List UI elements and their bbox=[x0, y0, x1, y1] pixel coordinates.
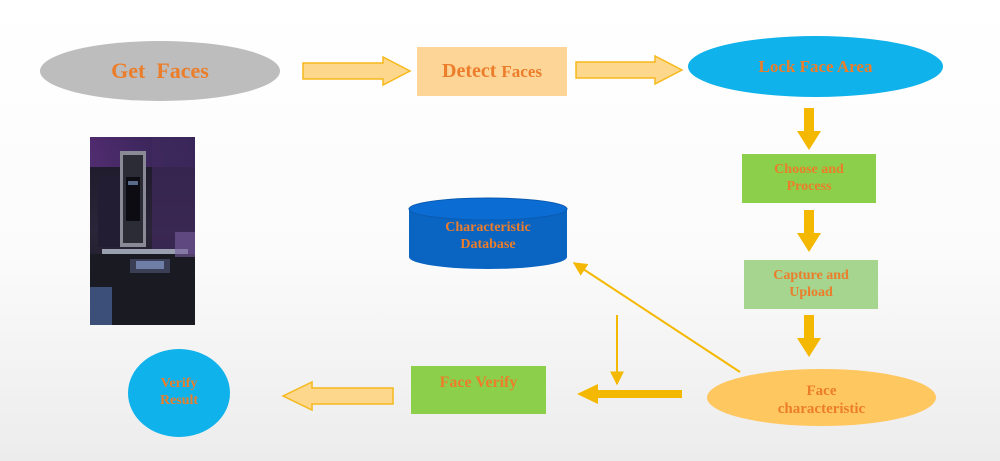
face-characteristic-line2: characteristic bbox=[777, 400, 866, 417]
face-characteristic-node: Face characteristic bbox=[707, 369, 936, 426]
face-verify-node: Face Verify bbox=[411, 366, 546, 414]
detect-faces-node: Detect Faces bbox=[417, 47, 567, 96]
choose-and-process-line2: Process bbox=[786, 178, 832, 194]
database-cylinder-icon bbox=[408, 197, 568, 269]
verify-result-line1: Verify bbox=[160, 376, 198, 392]
arrow-get-to-detect bbox=[302, 55, 412, 87]
characteristic-database-node: Characteristic Database bbox=[408, 197, 568, 271]
detect-faces-label-main: Detect bbox=[442, 60, 497, 82]
detect-faces-label-sub: Faces bbox=[501, 61, 542, 81]
characteristic-database-line2: Database bbox=[460, 237, 516, 252]
capture-and-upload-node: Capture and Upload bbox=[744, 260, 878, 309]
arrow-lock-to-choose bbox=[797, 108, 821, 150]
verify-result-node: Verify Result bbox=[128, 349, 230, 437]
characteristic-database-line1: Characteristic bbox=[445, 220, 531, 236]
get-faces-node: Get Faces bbox=[40, 41, 280, 101]
get-faces-label: Get Faces bbox=[111, 58, 209, 83]
capture-and-upload-line2: Upload bbox=[789, 284, 833, 300]
arrow-face-characteristic-to-verify bbox=[577, 384, 682, 404]
face-verify-label: Face Verify bbox=[439, 374, 518, 391]
arrow-face-characteristic-to-database bbox=[572, 262, 741, 373]
arrow-verify-to-result bbox=[281, 380, 394, 412]
arrow-detect-to-lock bbox=[575, 54, 684, 86]
verify-result-line2: Result bbox=[159, 393, 199, 408]
choose-and-process-line1: Choose and bbox=[774, 161, 844, 177]
arrow-capture-to-face-characteristic bbox=[797, 315, 821, 357]
face-recognition-terminal-photo bbox=[90, 137, 195, 325]
lock-face-area-label: Lock Face Area bbox=[758, 56, 873, 76]
arrow-choose-to-capture bbox=[797, 210, 821, 252]
capture-and-upload-line1: Capture and bbox=[773, 267, 849, 283]
lock-face-area-node: Lock Face Area bbox=[688, 36, 943, 97]
choose-and-process-node: Choose and Process bbox=[742, 154, 876, 203]
face-characteristic-line1: Face bbox=[806, 382, 837, 399]
